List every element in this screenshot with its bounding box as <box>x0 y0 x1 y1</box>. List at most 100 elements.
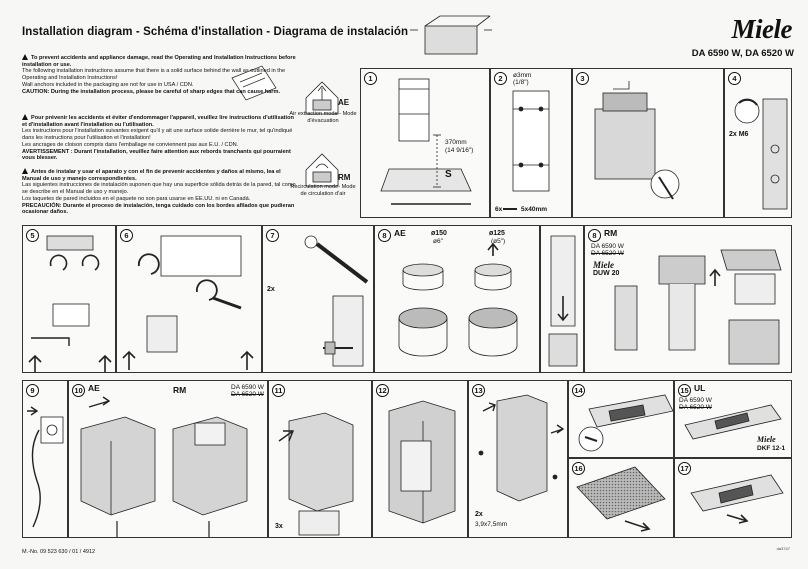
step-10-drawing <box>80 396 248 537</box>
step-15-panel: 15 UL DA 6590 W DA 6520 W Miele DKF 12-1 <box>674 380 792 458</box>
caution-text: CAUTION: During the installation process… <box>22 88 280 95</box>
count-label: 2x <box>267 286 275 293</box>
body-text: Wall anchors included in the packaging a… <box>22 81 194 88</box>
step-number: 6 <box>120 229 133 242</box>
screw-size: 5x40mm <box>521 206 548 213</box>
mode-tag-ae: AE <box>88 383 100 393</box>
step-3-drawing <box>594 81 680 200</box>
step-number: 17 <box>678 462 691 475</box>
step-8-rm-drawing <box>614 249 782 365</box>
step-9-panel: 9 <box>22 380 68 538</box>
step-17-panel: 17 <box>674 458 792 538</box>
step-number: 2 <box>494 72 507 85</box>
screw-count: 6x <box>495 206 503 213</box>
body-text: The following installation instructions … <box>22 68 286 82</box>
instructions-french: Pour prévenir les accidents et éviter d'… <box>22 114 296 162</box>
step-number: 3 <box>576 72 589 85</box>
step-6-drawing <box>122 235 254 370</box>
model-b: DA 6520 W <box>591 250 624 257</box>
step-number: 12 <box>376 384 389 397</box>
step-number: 15 <box>678 384 691 397</box>
mode-tag-rm: RM <box>173 385 187 395</box>
step-1-drawing <box>380 78 472 205</box>
step-12-drawing <box>388 400 456 524</box>
step-number: 8 <box>378 229 391 242</box>
step-13-drawing <box>478 394 565 502</box>
model-a: DA 6590 W <box>231 384 264 391</box>
kit-brand: Miele <box>757 435 776 444</box>
step-10-panel: 10 AE RM DA 6590 W DA 6520 W <box>68 380 268 538</box>
drill-size-inch-label: (1/8") <box>513 79 529 86</box>
step-4-panel: 4 2x M6 <box>724 68 792 218</box>
duct-diameter-1-inch: ø6" <box>433 238 443 245</box>
step-8-ae-drawing <box>398 242 518 357</box>
step-14-drawing <box>578 394 673 452</box>
step-number: 11 <box>272 384 285 397</box>
mode-rm-tag: RM <box>338 173 351 182</box>
body-text: Les ancrages de cloison compris dans l'e… <box>22 141 239 148</box>
kit-brand: Miele <box>593 260 614 270</box>
screw-label: 2x M6 <box>729 131 749 138</box>
step-number: 7 <box>266 229 279 242</box>
step-number: 4 <box>728 72 741 85</box>
step-3-panel: 3 <box>572 68 724 218</box>
caution-text: AVERTISSEMENT : Durant l'installation, v… <box>22 148 291 162</box>
step-12-panel: 12 <box>372 380 468 538</box>
step-number: 5 <box>26 229 39 242</box>
step-13-panel: 13 2x 3,9x7,5mm <box>468 380 568 538</box>
step-17-drawing <box>690 474 784 524</box>
instructions-english: To prevent accidents and appliance damag… <box>22 54 296 95</box>
step-4-drawing <box>734 98 788 210</box>
step-number: 8 <box>588 229 601 242</box>
step-16-drawing <box>576 466 666 532</box>
warning-text: Antes de instalar y usar el aparato y co… <box>22 169 281 182</box>
duct-diameter-2-inch: (ø5") <box>491 238 506 245</box>
warning-text: To prevent accidents and appliance damag… <box>22 55 296 68</box>
step-8-ae-panel: 8 AE ø150 ø6" ø125 (ø5") <box>374 225 540 373</box>
model-a: DA 6590 W <box>591 243 624 250</box>
body-text: Les instructions pour l'installation sui… <box>22 128 293 142</box>
mode-tag: UL <box>694 383 706 393</box>
step-number: 10 <box>72 384 85 397</box>
warning-icon <box>22 54 28 60</box>
drill-size-label: ø3mm <box>513 72 532 79</box>
kit-name: DUW 20 <box>593 270 620 277</box>
step-number: 14 <box>572 384 585 397</box>
step-6-panel: 6 <box>116 225 262 373</box>
step-number: 9 <box>26 384 39 397</box>
model-b: DA 6520 W <box>679 404 712 411</box>
step-15-drawing <box>684 404 782 440</box>
s-label: S <box>445 169 452 180</box>
step-number: 13 <box>472 384 485 397</box>
warning-text: Pour prévenir les accidents et éviter d'… <box>22 115 294 128</box>
instructions-spanish: Antes de instalar y usar el aparato y co… <box>22 168 296 216</box>
document-code: da3747 <box>776 546 790 551</box>
step-2-panel: 2 ø3mm (1/8") 6x 5x40mm <box>490 68 572 218</box>
caution-text: PRECAUCIÓN: Durante el proceso de instal… <box>22 202 295 216</box>
mode-tag: RM <box>604 228 618 238</box>
step-11-drawing <box>278 412 354 536</box>
screw-count: 2x <box>475 511 483 518</box>
document-number: M.-No. 09 523 630 / 01 / 4912 <box>22 549 96 555</box>
step-14-panel: 14 <box>568 380 674 458</box>
step-5-panel: 5 <box>22 225 116 373</box>
step-16-panel: 16 <box>568 458 674 538</box>
step-number: 16 <box>572 462 585 475</box>
step-7-panel: 7 2x <box>262 225 374 373</box>
warning-icon <box>22 114 28 120</box>
body-text: Los taquetes de pared incluidos en el pa… <box>22 195 251 202</box>
warning-icon <box>22 168 28 174</box>
kit-name: DKF 12-1 <box>757 445 786 452</box>
page-title: Installation diagram - Schéma d'installa… <box>22 26 409 38</box>
step-2-drawing <box>503 90 550 210</box>
brand-logo: Miele <box>731 14 793 44</box>
step-number: 1 <box>364 72 377 85</box>
step-8-duct-panel <box>540 225 584 373</box>
duct-drawing <box>548 235 578 367</box>
mode-rm-label: Recirculation mode- Mode de circulation … <box>290 184 356 197</box>
mode-tag: AE <box>394 228 406 238</box>
mode-ae-label: Air extraction mode - Mode d'évacuation <box>289 111 357 124</box>
mode-ae-tag: AE <box>338 98 350 107</box>
dimension-label: 370mm <box>445 139 467 146</box>
dimension-inch-label: (14 9/16") <box>445 147 474 154</box>
